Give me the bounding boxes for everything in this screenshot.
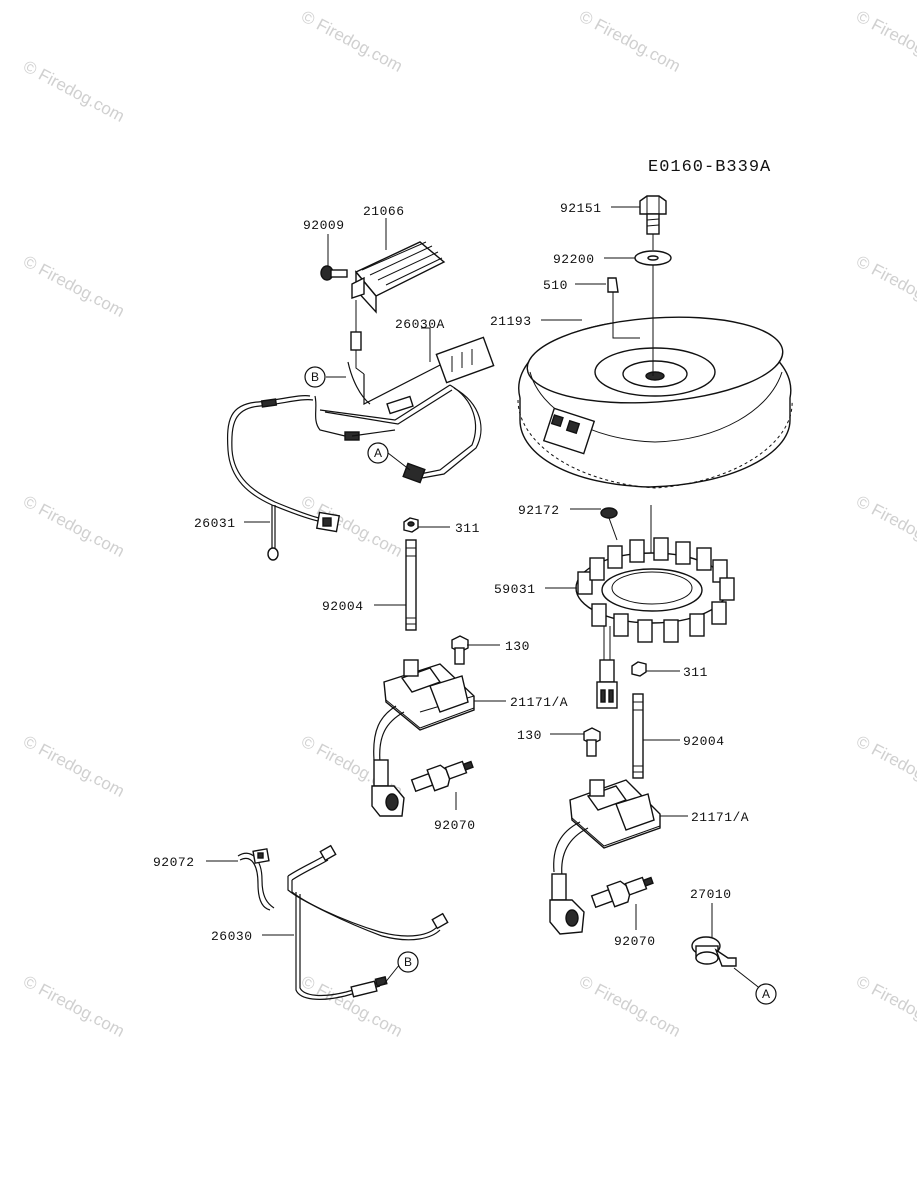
watermark: © Firedog.com	[20, 492, 128, 561]
band-92072-drawing	[237, 848, 275, 911]
harness-26031-drawing	[226, 395, 346, 561]
flywheel-21193-drawing	[517, 316, 793, 489]
part-label-92151[interactable]: 92151	[560, 201, 602, 216]
watermark: © Firedog.com	[20, 972, 128, 1041]
part-label-92072[interactable]: 92072	[153, 855, 195, 870]
part-label-21171A-right[interactable]: 21171/A	[691, 810, 749, 825]
connector-B-top: B	[304, 366, 326, 388]
part-label-21193[interactable]: 21193	[490, 314, 532, 329]
part-label-92009[interactable]: 92009	[303, 218, 345, 233]
part-label-27010[interactable]: 27010	[690, 887, 732, 902]
part-label-21066[interactable]: 21066	[363, 204, 405, 219]
stator-59031-drawing	[575, 505, 735, 709]
watermark: © Firedog.com	[576, 972, 684, 1041]
part-label-92070-left[interactable]: 92070	[434, 818, 476, 833]
part-label-92004-left[interactable]: 92004	[322, 599, 364, 614]
watermark: © Firedog.com	[298, 492, 406, 561]
part-label-21171A-left[interactable]: 21171/A	[510, 695, 568, 710]
watermark: © Firedog.com	[853, 492, 917, 561]
bolt-92151-drawing	[639, 195, 667, 235]
part-label-92200[interactable]: 92200	[553, 252, 595, 267]
right-ignition-assembly	[549, 661, 661, 935]
watermark: © Firedog.com	[853, 732, 917, 801]
part-label-59031[interactable]: 59031	[494, 582, 536, 597]
connector-label: B	[404, 955, 412, 969]
part-label-26030[interactable]: 26030	[211, 929, 253, 944]
watermark: © Firedog.com	[576, 7, 684, 76]
switch-27010-drawing	[691, 936, 737, 967]
screw-92172-drawing	[600, 507, 618, 541]
diagram-code: E0160-B339A	[648, 158, 771, 177]
watermark: © Firedog.com	[853, 252, 917, 321]
watermark: © Firedog.com	[20, 57, 128, 126]
connector-label: B	[311, 370, 319, 384]
connector-B-bottom: B	[397, 951, 419, 973]
key-510-drawing	[607, 277, 619, 293]
harness-26030-drawing	[287, 844, 449, 1000]
part-label-92070-right[interactable]: 92070	[614, 934, 656, 949]
leader-lines	[206, 206, 763, 991]
connector-label: A	[374, 446, 382, 460]
part-label-311-left[interactable]: 311	[455, 521, 480, 536]
watermark: © Firedog.com	[20, 732, 128, 801]
left-ignition-assembly	[371, 517, 475, 817]
part-label-130-left[interactable]: 130	[505, 639, 530, 654]
part-labels: 92151 92200 510 21193 92009 21066 26030A…	[153, 201, 749, 949]
connector-A-mid: A	[367, 442, 389, 464]
connector-A-bottom: A	[755, 983, 777, 1005]
harness-26030A-drawing	[319, 336, 495, 484]
watermark: © Firedog.com	[298, 972, 406, 1041]
watermark: © Firedog.com	[853, 7, 917, 76]
part-label-26031[interactable]: 26031	[194, 516, 236, 531]
part-label-26030A[interactable]: 26030A	[395, 317, 445, 332]
part-label-311-right[interactable]: 311	[683, 665, 708, 680]
watermark: © Firedog.com	[853, 972, 917, 1041]
part-label-130-right[interactable]: 130	[517, 728, 542, 743]
flywheel-assembly	[517, 195, 793, 489]
watermark: © Firedog.com	[20, 252, 128, 321]
watermark: © Firedog.com	[298, 7, 406, 76]
part-label-92172[interactable]: 92172	[518, 503, 560, 518]
part-label-92004-right[interactable]: 92004	[683, 734, 725, 749]
regulator-21066-drawing	[350, 241, 446, 375]
part-label-510[interactable]: 510	[543, 278, 568, 293]
connector-label: A	[762, 987, 770, 1001]
screw-92009-drawing	[320, 265, 348, 281]
